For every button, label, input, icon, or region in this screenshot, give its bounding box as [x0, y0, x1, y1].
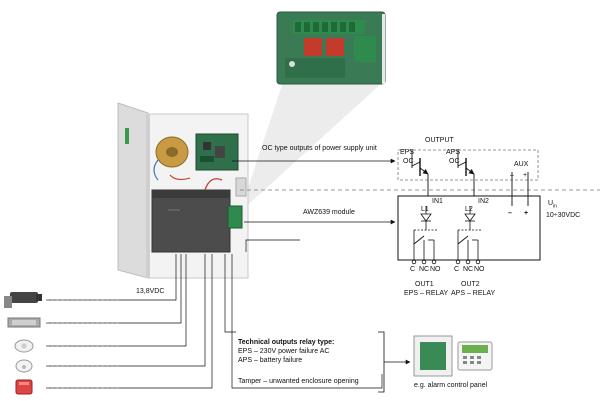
- minus-terminal-label: –: [508, 210, 512, 217]
- smoke-detector-icon: [14, 339, 34, 353]
- panel-caption: e.g. alarm control panel: [414, 382, 488, 389]
- in2-label: IN2: [478, 198, 489, 205]
- out1-no: NO: [430, 266, 441, 273]
- out2-sub: APS – RELAY: [451, 290, 496, 297]
- aps-transistor: [457, 150, 475, 196]
- aps-label: APS: [446, 149, 461, 156]
- svg-text:~~~~: ~~~~: [168, 208, 180, 214]
- out2-c: C: [454, 266, 460, 273]
- oc-outputs-label: OC type outputs of power supply unit: [262, 145, 377, 152]
- out1-label: OUT1: [415, 281, 434, 288]
- out2-label: OUT2: [461, 281, 480, 288]
- module-photo: [276, 11, 386, 85]
- l1-label: L1: [421, 206, 429, 213]
- u-in-label: Uin: [548, 200, 557, 209]
- l2-label: L2: [465, 206, 473, 213]
- eps-transistor: [411, 150, 429, 196]
- siren-icon: [15, 379, 33, 395]
- relay-2: [457, 206, 482, 260]
- psu-enclosure: ~~~~: [117, 102, 249, 279]
- out2-no: NO: [474, 266, 485, 273]
- output-header: OUTPUT: [425, 137, 454, 144]
- tamper-label: Tamper – unwanted enclosure opening: [238, 378, 359, 385]
- eps-oc-label: OC: [403, 158, 414, 165]
- module-label: AWZ639 module: [303, 209, 355, 216]
- electric-lock-icon: [7, 317, 41, 328]
- tech-eps: EPS – 230V power failure AC: [238, 348, 330, 355]
- out2-nc: NC: [463, 266, 474, 273]
- motion-detector-icon: [15, 359, 33, 373]
- out1-sub: EPS – RELAY: [404, 290, 449, 297]
- plus-terminal-label: +: [524, 210, 529, 217]
- u-in-main: U: [548, 200, 554, 207]
- cctv-camera-icon: [4, 292, 42, 308]
- aux-label: AUX: [514, 161, 529, 168]
- zoom-callout: [240, 82, 383, 212]
- aux-plus-label: +: [523, 172, 528, 179]
- alarm-panel-picture: [413, 335, 493, 377]
- tech-aps: APS – battery failure: [238, 357, 303, 364]
- tech-title: Technical outputs relay type:: [238, 339, 335, 346]
- in1-label: IN1: [432, 198, 443, 205]
- voltage-out-label: 13,8VDC: [136, 288, 165, 295]
- u-in-sub: in: [553, 203, 557, 210]
- aps-oc-label: OC: [449, 158, 460, 165]
- eps-label: EPS: [400, 149, 415, 156]
- aux-minus-label: –: [510, 172, 514, 179]
- out1-nc: NC: [419, 266, 430, 273]
- out1-c: C: [410, 266, 416, 273]
- u-in-range: 10÷30VDC: [546, 212, 581, 219]
- relay-1: [413, 206, 438, 260]
